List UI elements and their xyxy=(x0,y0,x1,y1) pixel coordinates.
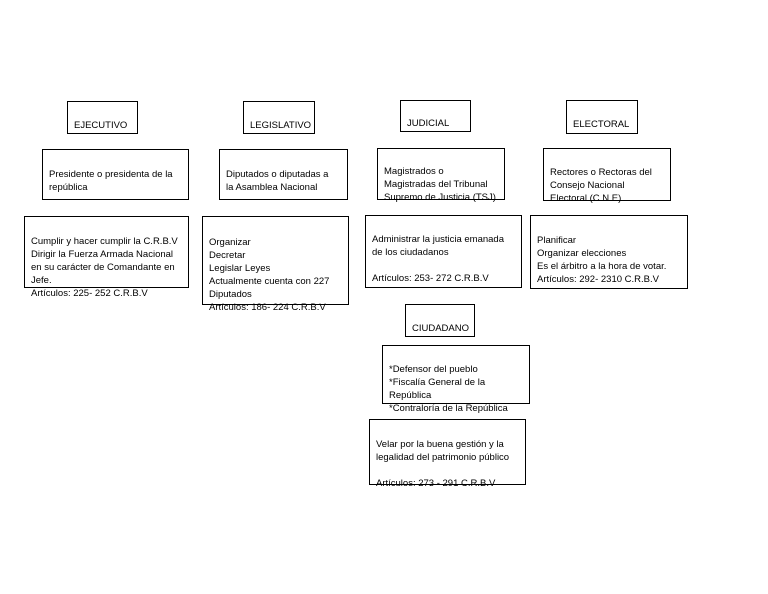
ejecutivo-holder-box: Presidente o presidenta de la república xyxy=(42,149,189,200)
electoral-holder-box: Rectores o Rectoras del Consejo Nacional… xyxy=(543,148,671,204)
electoral-functions-box: Planificar Organizar elecciones Es el ár… xyxy=(530,215,688,289)
electoral-holder: Rectores o Rectoras del Consejo Nacional… xyxy=(550,167,652,204)
ciudadano-functions-box: Velar por la buena gestión y la legalida… xyxy=(369,419,526,489)
ciudadano-title: CIUDADANO xyxy=(412,323,470,334)
legislativo-title: LEGISLATIVO xyxy=(250,120,312,131)
judicial-title-box: JUDICIAL xyxy=(400,100,471,132)
ejecutivo-functions: Cumplir y hacer cumplir la C.R.B.V Dirig… xyxy=(31,236,178,299)
legislativo-title-box: LEGISLATIVO xyxy=(243,101,315,134)
electoral-title-box: ELECTORAL xyxy=(566,100,638,134)
legislativo-functions-box: Organizar Decretar Legislar Leyes Actual… xyxy=(202,216,349,313)
legislativo-functions: Organizar Decretar Legislar Leyes Actual… xyxy=(209,237,330,313)
ejecutivo-title: EJECUTIVO xyxy=(74,120,128,131)
legislativo-holder: Diputados o diputadas a la Asamblea Naci… xyxy=(226,169,329,193)
judicial-title: JUDICIAL xyxy=(407,118,450,129)
judicial-holder-box: Magistrados o Magistradas del Tribunal S… xyxy=(377,148,505,203)
ciudadano-title-box: CIUDADANO xyxy=(405,304,475,337)
electoral-functions: Planificar Organizar elecciones Es el ár… xyxy=(537,235,667,285)
judicial-holder: Magistrados o Magistradas del Tribunal S… xyxy=(384,166,496,203)
judicial-functions-box: Administrar la justicia emanada de los c… xyxy=(365,215,522,288)
judicial-functions: Administrar la justicia emanada de los c… xyxy=(372,234,505,284)
ejecutivo-functions-box: Cumplir y hacer cumplir la C.R.B.V Dirig… xyxy=(24,216,189,299)
ciudadano-functions: Velar por la buena gestión y la legalida… xyxy=(376,439,510,489)
legislativo-holder-box: Diputados o diputadas a la Asamblea Naci… xyxy=(219,149,348,200)
ciudadano-holder: *Defensor del pueblo *Fiscalía General d… xyxy=(389,364,508,414)
ejecutivo-holder: Presidente o presidenta de la república xyxy=(49,169,173,193)
ejecutivo-title-box: EJECUTIVO xyxy=(67,101,138,134)
ciudadano-holder-box: *Defensor del pueblo *Fiscalía General d… xyxy=(382,345,530,414)
electoral-title: ELECTORAL xyxy=(573,119,630,130)
